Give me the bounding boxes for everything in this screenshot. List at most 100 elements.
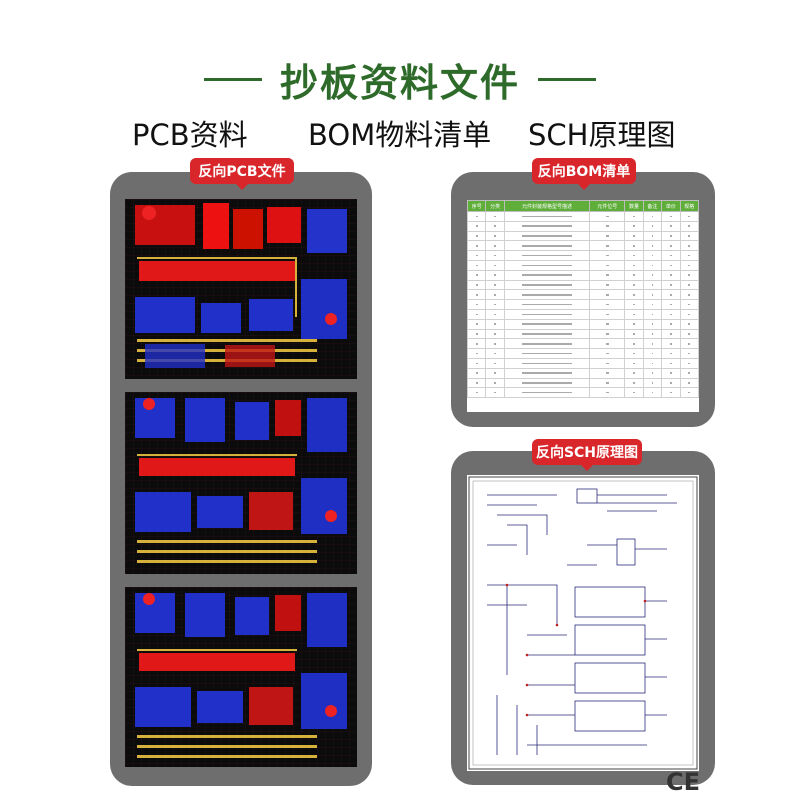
bom-row bbox=[467, 220, 699, 232]
bom-cell bbox=[661, 338, 681, 350]
bom-cell bbox=[624, 230, 644, 242]
bom-cell bbox=[679, 289, 699, 301]
bom-cell bbox=[642, 230, 663, 242]
bom-cell bbox=[642, 240, 663, 252]
bom-cell bbox=[589, 230, 626, 242]
bom-cell bbox=[661, 250, 681, 261]
bom-cell bbox=[624, 377, 644, 389]
bom-header-cell: 单价 bbox=[661, 200, 681, 212]
bom-cell bbox=[467, 328, 487, 340]
bom-cell bbox=[661, 211, 681, 222]
bom-cell bbox=[661, 328, 681, 340]
bom-cell bbox=[624, 387, 644, 399]
bom-cell bbox=[679, 377, 699, 389]
bom-cell bbox=[624, 240, 644, 252]
bom-cell bbox=[661, 318, 681, 330]
bom-cell bbox=[467, 240, 487, 252]
bom-cell bbox=[589, 211, 626, 222]
bom-cell bbox=[679, 250, 699, 261]
bom-cell bbox=[679, 269, 699, 281]
bom-cell bbox=[485, 357, 505, 369]
bom-cell bbox=[642, 357, 663, 369]
bom-cell bbox=[485, 387, 505, 399]
bom-cell bbox=[679, 328, 699, 340]
bom-cell bbox=[624, 328, 644, 340]
bom-cell bbox=[661, 240, 681, 252]
bom-row bbox=[467, 259, 699, 271]
pcb-panel bbox=[110, 172, 372, 786]
bom-cell bbox=[661, 220, 681, 232]
title-right-line bbox=[538, 77, 596, 81]
pcb-category-label: PCB资料 bbox=[132, 118, 248, 152]
pcb-panel-tag: 反向PCB文件 bbox=[190, 158, 294, 190]
bom-cell bbox=[589, 377, 626, 389]
bom-cell bbox=[661, 230, 681, 242]
bom-cell bbox=[642, 299, 663, 310]
bom-cell bbox=[589, 269, 626, 281]
bom-row bbox=[467, 348, 699, 359]
bom-cell bbox=[642, 308, 663, 320]
bom-cell bbox=[679, 387, 699, 399]
bom-row bbox=[467, 211, 699, 222]
bom-cell bbox=[503, 220, 591, 232]
bom-cell bbox=[467, 269, 487, 281]
schematic-image bbox=[467, 475, 699, 771]
bom-cell bbox=[467, 211, 487, 222]
bom-cell bbox=[624, 348, 644, 359]
bom-cell bbox=[624, 367, 644, 379]
bom-cell bbox=[503, 299, 591, 310]
bom-cell bbox=[661, 357, 681, 369]
bom-cell bbox=[624, 299, 644, 310]
bom-cell bbox=[503, 211, 591, 222]
bom-row bbox=[467, 240, 699, 252]
bom-cell bbox=[485, 328, 505, 340]
bom-cell bbox=[661, 348, 681, 359]
bom-cell bbox=[589, 308, 626, 320]
bom-cell bbox=[467, 348, 487, 359]
bom-cell bbox=[485, 348, 505, 359]
bom-cell bbox=[624, 318, 644, 330]
bom-cell bbox=[661, 387, 681, 399]
bom-cell bbox=[485, 338, 505, 350]
bom-cell bbox=[624, 259, 644, 271]
bom-cell bbox=[589, 250, 626, 261]
bom-cell bbox=[503, 259, 591, 271]
bom-cell bbox=[503, 387, 591, 399]
bom-row bbox=[467, 318, 699, 330]
bom-panel-tag: 反向BOM清单 bbox=[532, 158, 636, 190]
bom-cell bbox=[642, 318, 663, 330]
bom-cell bbox=[661, 269, 681, 281]
bom-cell bbox=[679, 318, 699, 330]
sch-panel-tag: 反向SCH原理图 bbox=[532, 439, 642, 471]
bom-cell bbox=[679, 211, 699, 222]
bom-cell bbox=[642, 377, 663, 389]
bom-cell bbox=[642, 220, 663, 232]
bom-cell bbox=[485, 377, 505, 389]
bom-cell bbox=[642, 269, 663, 281]
bom-cell bbox=[503, 377, 591, 389]
bom-cell bbox=[589, 318, 626, 330]
bom-cell bbox=[624, 269, 644, 281]
bom-cell bbox=[589, 220, 626, 232]
bom-cell bbox=[624, 338, 644, 350]
bom-header-cell: 分类 bbox=[485, 200, 505, 212]
bom-cell bbox=[485, 308, 505, 320]
bom-cell bbox=[661, 259, 681, 271]
bom-cell bbox=[589, 299, 626, 310]
bom-cell bbox=[589, 259, 626, 271]
sch-panel bbox=[451, 451, 715, 785]
bom-cell bbox=[503, 308, 591, 320]
bom-cell bbox=[467, 387, 487, 399]
bom-cell bbox=[503, 289, 591, 301]
bom-cell bbox=[642, 348, 663, 359]
bom-cell bbox=[485, 211, 505, 222]
bom-cell bbox=[503, 338, 591, 350]
bom-cell bbox=[485, 318, 505, 330]
bom-cell bbox=[679, 240, 699, 252]
bom-cell bbox=[624, 357, 644, 369]
bom-cell bbox=[661, 279, 681, 291]
sch-category-label: SCH原理图 bbox=[528, 118, 676, 152]
bom-cell bbox=[642, 259, 663, 271]
bom-cell bbox=[503, 250, 591, 261]
bom-header-cell: 元件位号 bbox=[589, 200, 626, 212]
